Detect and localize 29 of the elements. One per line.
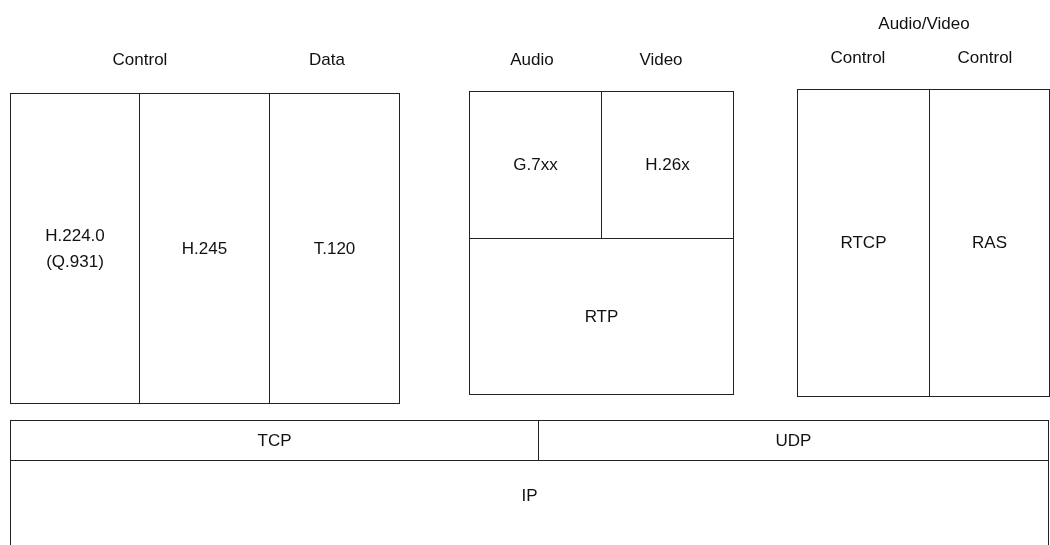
protocol-name: RTP bbox=[584, 305, 619, 328]
protocol-box bbox=[469, 91, 602, 239]
protocol-name: H.26x bbox=[645, 154, 690, 176]
protocol-name: H.224.0 (Q.931) bbox=[44, 224, 106, 273]
column-heading: Control bbox=[957, 48, 1013, 68]
column-heading: Control bbox=[112, 50, 168, 70]
column-heading: Data bbox=[309, 50, 345, 70]
protocol-box bbox=[139, 93, 270, 404]
protocol-name: UDP bbox=[775, 429, 812, 452]
column-heading: Audio bbox=[510, 50, 554, 70]
protocol-box bbox=[269, 93, 400, 404]
protocol-name: RAS bbox=[972, 232, 1007, 254]
protocol-name: T.120 bbox=[313, 237, 356, 260]
column-heading: Control bbox=[830, 48, 886, 68]
protocol-box bbox=[10, 93, 140, 404]
protocol-box bbox=[601, 91, 734, 239]
protocol-name: H.245 bbox=[181, 237, 228, 260]
protocol-box bbox=[10, 420, 539, 461]
protocol-name: G.7xx bbox=[513, 154, 558, 176]
protocol-box bbox=[538, 420, 1049, 461]
protocol-box bbox=[929, 89, 1050, 397]
protocol-name: RTCP bbox=[840, 232, 887, 254]
column-heading: Video bbox=[639, 50, 683, 70]
protocol-box bbox=[797, 89, 930, 397]
protocol-name: IP bbox=[521, 485, 538, 507]
protocol-box bbox=[469, 238, 734, 395]
column-heading: Audio/Video bbox=[878, 14, 970, 34]
protocol-box bbox=[10, 460, 1049, 545]
protocol-name: TCP bbox=[257, 429, 292, 452]
